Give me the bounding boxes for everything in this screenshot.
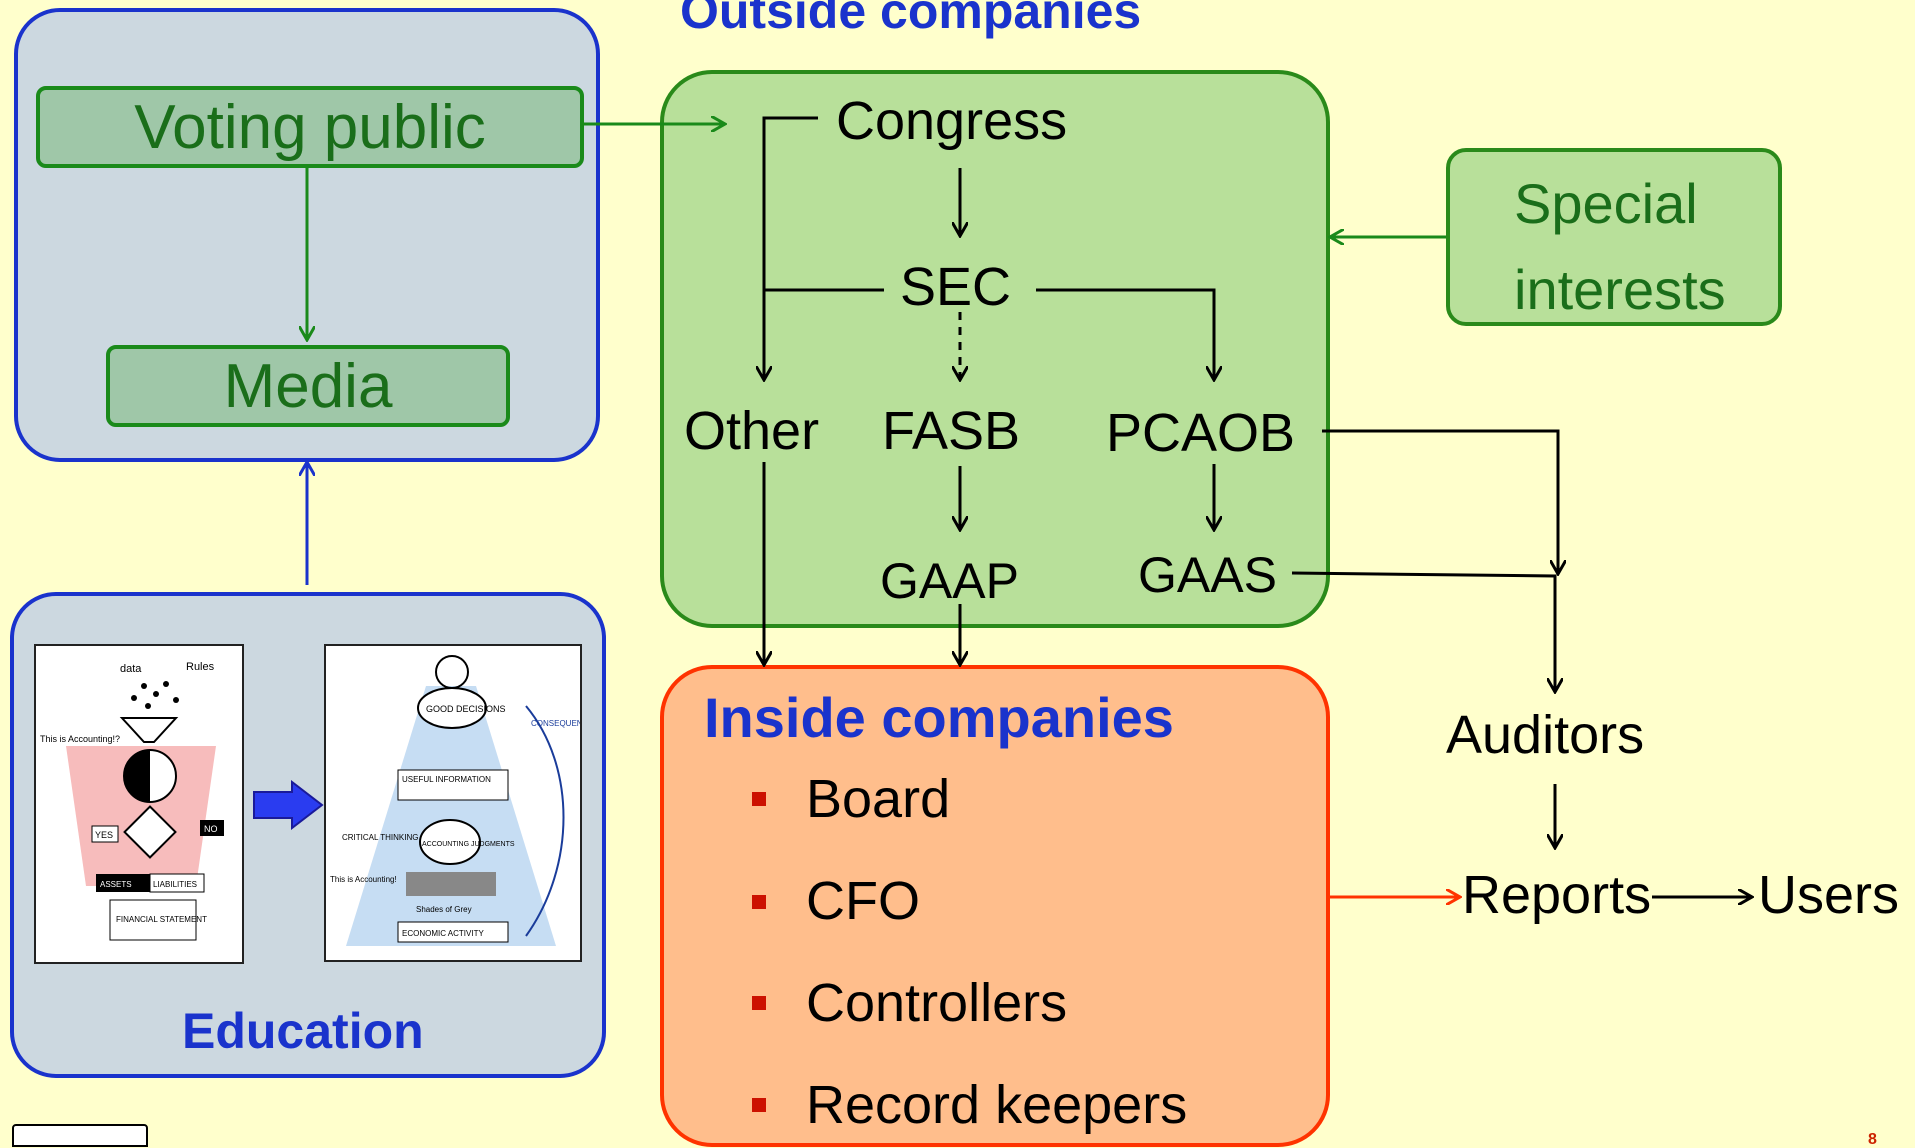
svg-text:NO: NO [204, 824, 218, 834]
inside-item-board: Board [806, 769, 951, 829]
sec-to-pcaob-arrow [1036, 288, 1214, 380]
svg-text:YES: YES [95, 830, 113, 840]
license-badge-icon [12, 1124, 148, 1147]
inside-item-record-keepers: Record keepers [806, 1075, 1188, 1135]
other-node: Other [684, 401, 820, 461]
svg-text:data: data [120, 663, 142, 675]
svg-text:USEFUL INFORMATION: USEFUL INFORMATION [402, 775, 491, 784]
outside-companies-title: Outside companies [680, 0, 1142, 39]
bullet-icon [752, 792, 766, 806]
thumbnail-rules-diagram: data Rules This is Accounting!? YES NO A… [34, 644, 244, 964]
bullet-icon [752, 996, 766, 1010]
bullet-icon [752, 895, 766, 909]
svg-text:LIABILITIES: LIABILITIES [153, 880, 197, 889]
svg-text:ACCOUNTING JUDGMENTS: ACCOUNTING JUDGMENTS [422, 841, 515, 848]
reports-node: Reports [1462, 865, 1652, 925]
svg-text:ECONOMIC ACTIVITY: ECONOMIC ACTIVITY [402, 929, 484, 938]
svg-text:CRITICAL THINKING: CRITICAL THINKING [342, 833, 418, 842]
fasb-node: FASB [882, 401, 1021, 461]
svg-text:Rules: Rules [186, 661, 215, 673]
special-interests-box [1446, 148, 1782, 326]
special-interests-label-1: Special [1514, 172, 1698, 235]
special-interests-label-2: interests [1514, 258, 1726, 321]
voting-public-node: Voting public [36, 86, 584, 168]
svg-text:CONSEQUENCES: CONSEQUENCES [531, 719, 580, 728]
svg-text:Shades of Grey: Shades of Grey [416, 905, 472, 914]
inside-companies-panel [660, 665, 1330, 1147]
inside-item-cfo: CFO [806, 871, 920, 931]
svg-text:GOOD DECISIONS: GOOD DECISIONS [426, 704, 506, 714]
gaap-node: GAAP [880, 553, 1019, 609]
pcaob-to-auditors-arrow [1322, 429, 1558, 574]
bullet-icon [752, 1098, 766, 1112]
inside-companies-title: Inside companies [704, 686, 1174, 749]
gaas-node: GAAS [1138, 547, 1277, 603]
page-number: 8 [1868, 1131, 1877, 1148]
gaas-to-auditors-arrow [1291, 571, 1555, 692]
sec-node: SEC [900, 257, 1012, 317]
svg-text:ASSETS: ASSETS [100, 880, 132, 889]
education-label: Education [182, 1003, 424, 1059]
users-node: Users [1758, 865, 1900, 925]
outside-companies-panel [660, 70, 1330, 628]
svg-text:This is Accounting!: This is Accounting! [330, 875, 397, 884]
congress-to-other-arrow [764, 116, 818, 380]
inside-item-controllers: Controllers [806, 973, 1068, 1033]
right-arrow-icon [252, 779, 324, 835]
svg-text:FINANCIAL STATEMENT: FINANCIAL STATEMENT [116, 915, 207, 924]
congress-node: Congress [836, 91, 1068, 151]
pcaob-node: PCAOB [1106, 403, 1296, 463]
media-node: Media [106, 345, 510, 427]
svg-text:This is Accounting!?: This is Accounting!? [40, 734, 120, 744]
thumbnail-judgment-diagram: GOOD DECISIONS USEFUL INFORMATION ACCOUN… [324, 644, 599, 962]
auditors-node: Auditors [1446, 705, 1645, 765]
